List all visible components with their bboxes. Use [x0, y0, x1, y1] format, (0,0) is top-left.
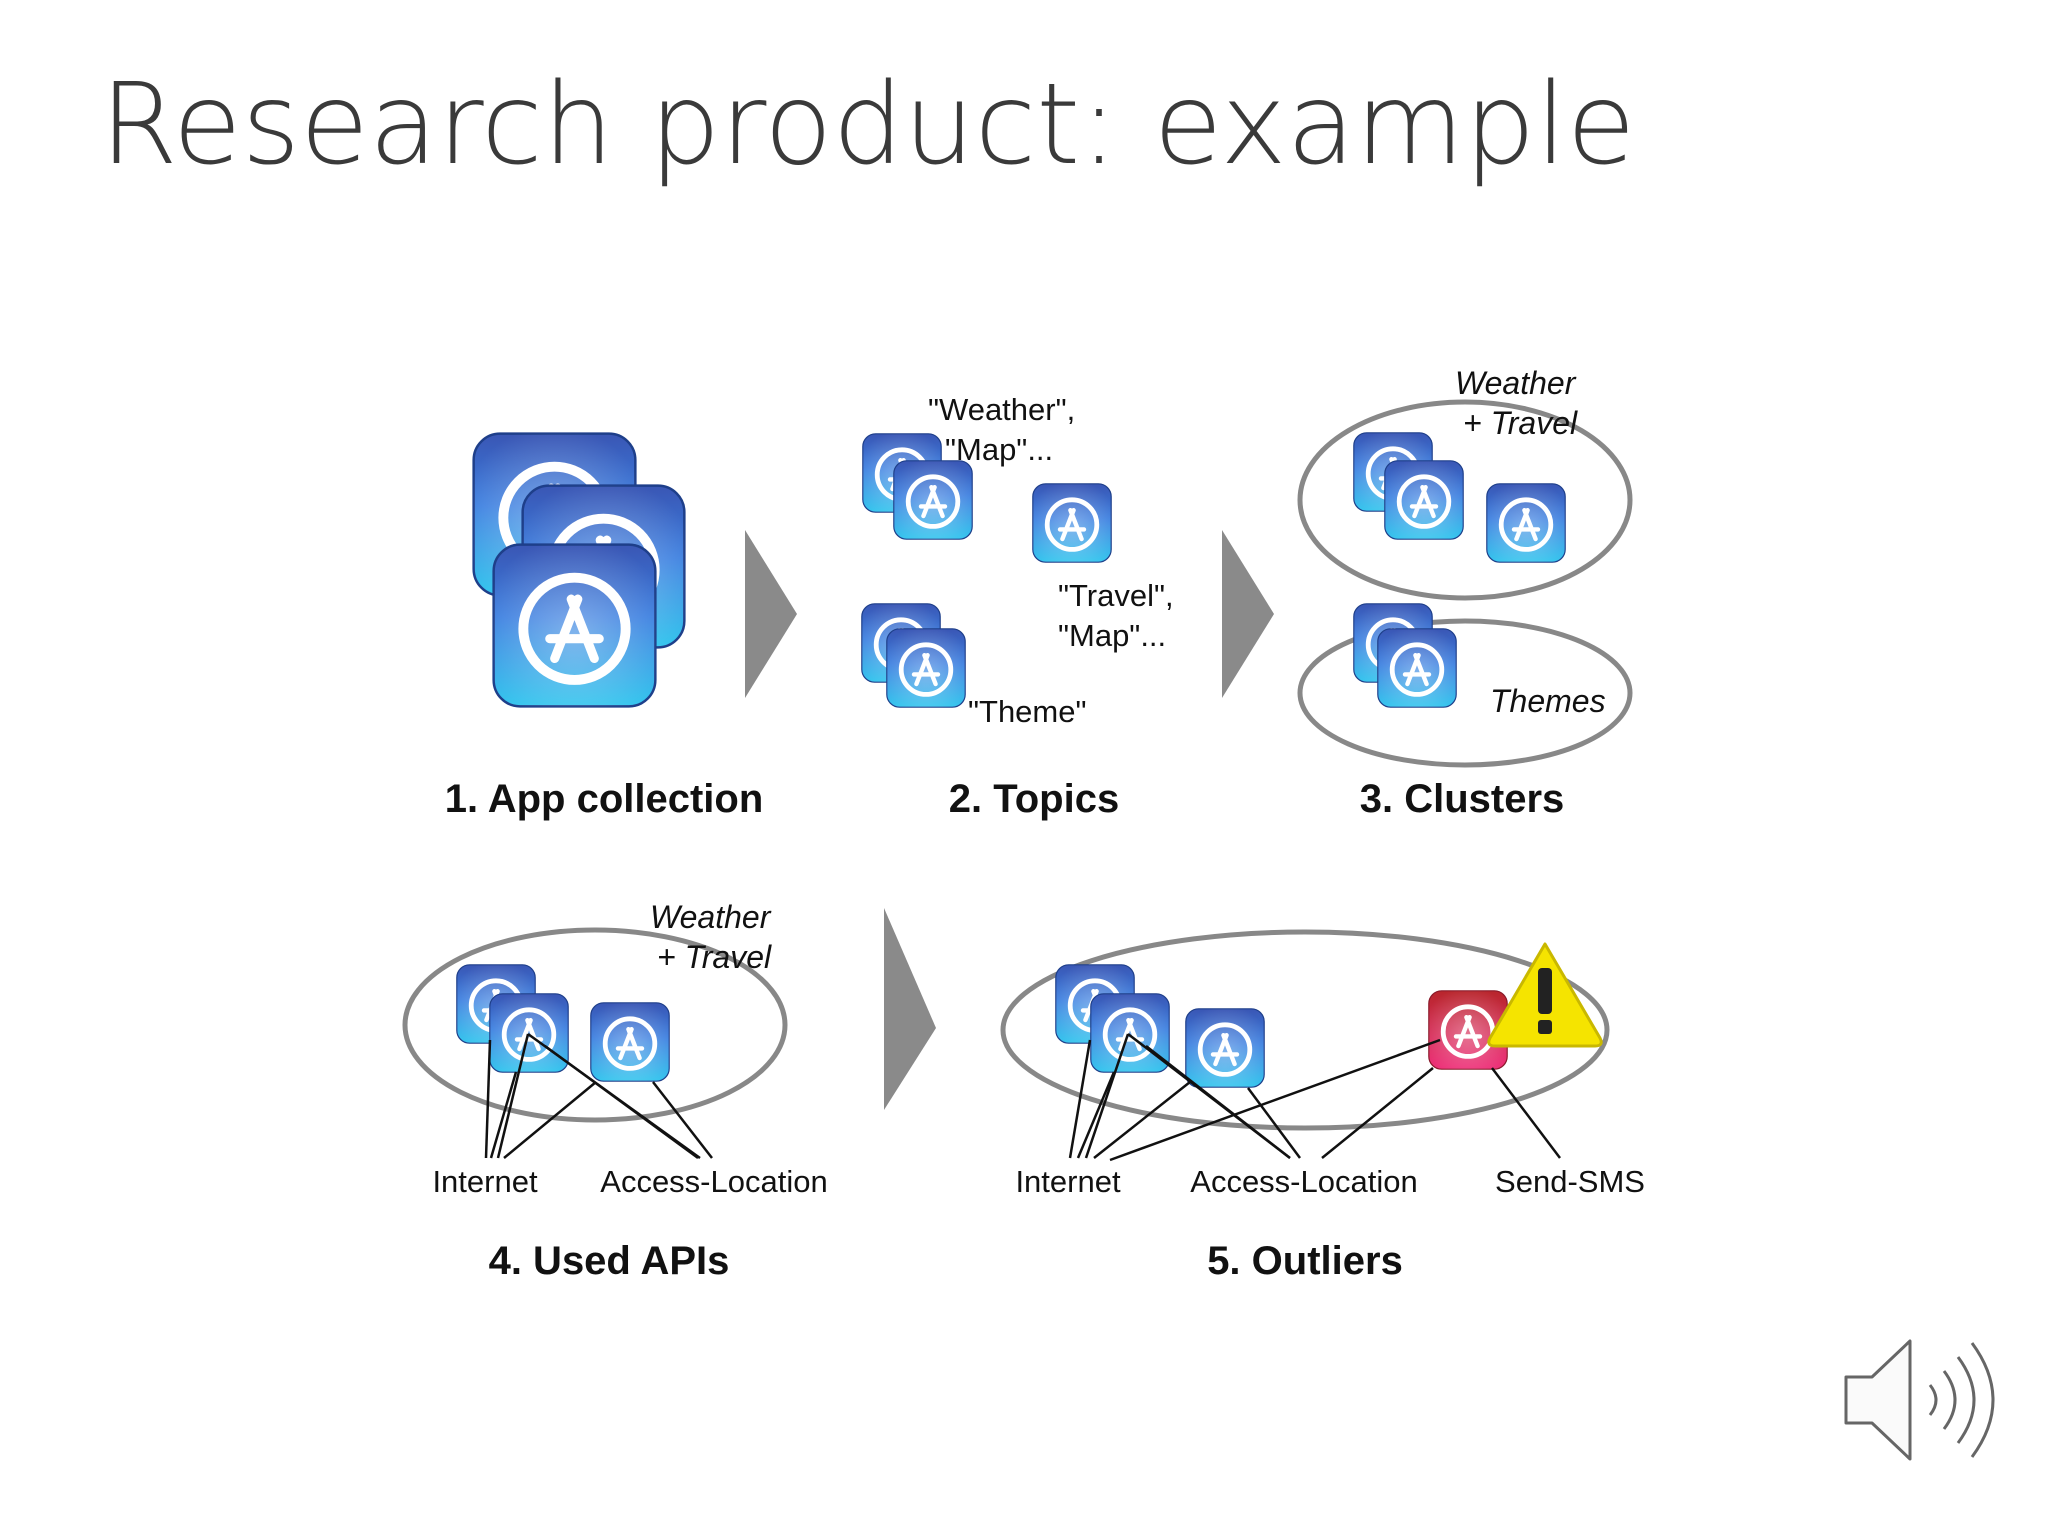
app-store-icon [494, 545, 656, 707]
step-label-app-collection: 1. App collection [445, 777, 764, 821]
used-apis-weather-travel-label: + Travel [657, 939, 772, 975]
app-store-icon [1487, 484, 1565, 562]
app-store-icon [894, 461, 972, 539]
app-store-icon [490, 994, 568, 1072]
topic-weather-label: "Map"... [945, 432, 1053, 467]
api-access-location-label: Access-Location [1190, 1164, 1417, 1199]
cluster-weather-travel-label: Weather [1455, 365, 1577, 401]
app-store-icon [887, 629, 965, 707]
outliers-group [1056, 965, 1507, 1087]
api-access-location-label: Access-Location [600, 1164, 827, 1199]
app-store-icon [1378, 629, 1456, 707]
api-internet-label: Internet [1015, 1164, 1121, 1199]
app-store-icon [1091, 994, 1169, 1072]
used-apis-weather-travel-label: Weather [650, 899, 772, 935]
cluster-ellipse-themes [1297, 618, 1633, 768]
step-label-outliers: 5. Outliers [1207, 1239, 1403, 1283]
cluster-weather-travel-label: + Travel [1463, 405, 1578, 441]
topic-theme-label: "Theme" [968, 694, 1087, 729]
step-label-topics: 2. Topics [949, 777, 1119, 821]
step-label-used-apis: 4. Used APIs [489, 1239, 730, 1283]
flow-arrow [745, 530, 797, 698]
app-collection-group [474, 434, 685, 707]
api-internet-label: Internet [432, 1164, 538, 1199]
flow-arrow [884, 908, 936, 1110]
slide-title: Research product: example [100, 60, 1636, 190]
clusters-group [1354, 433, 1565, 707]
cluster-ellipse-outliers [1000, 929, 1610, 1131]
topics-group [862, 434, 1111, 707]
app-store-icon [1033, 484, 1111, 562]
topic-travel-label: "Travel", [1058, 578, 1174, 613]
api-send-sms-label: Send-SMS [1495, 1164, 1645, 1199]
step-label-clusters: 3. Clusters [1360, 777, 1565, 821]
cluster-ellipse-weather-travel [1297, 399, 1633, 601]
warning-icon [1487, 942, 1603, 1048]
api-usage-lines [1068, 1033, 1561, 1162]
app-store-icon [1186, 1009, 1264, 1087]
flow-arrow [1222, 530, 1274, 698]
topic-weather-label: "Weather", [928, 392, 1075, 427]
speaker-icon[interactable] [1838, 1335, 2008, 1465]
app-store-icon [1385, 461, 1463, 539]
cluster-ellipse-used-apis [402, 927, 788, 1123]
cluster-themes-label: Themes [1490, 683, 1606, 719]
topic-travel-label: "Map"... [1058, 618, 1166, 653]
app-store-icon [591, 1003, 669, 1081]
api-usage-lines [484, 1032, 713, 1160]
